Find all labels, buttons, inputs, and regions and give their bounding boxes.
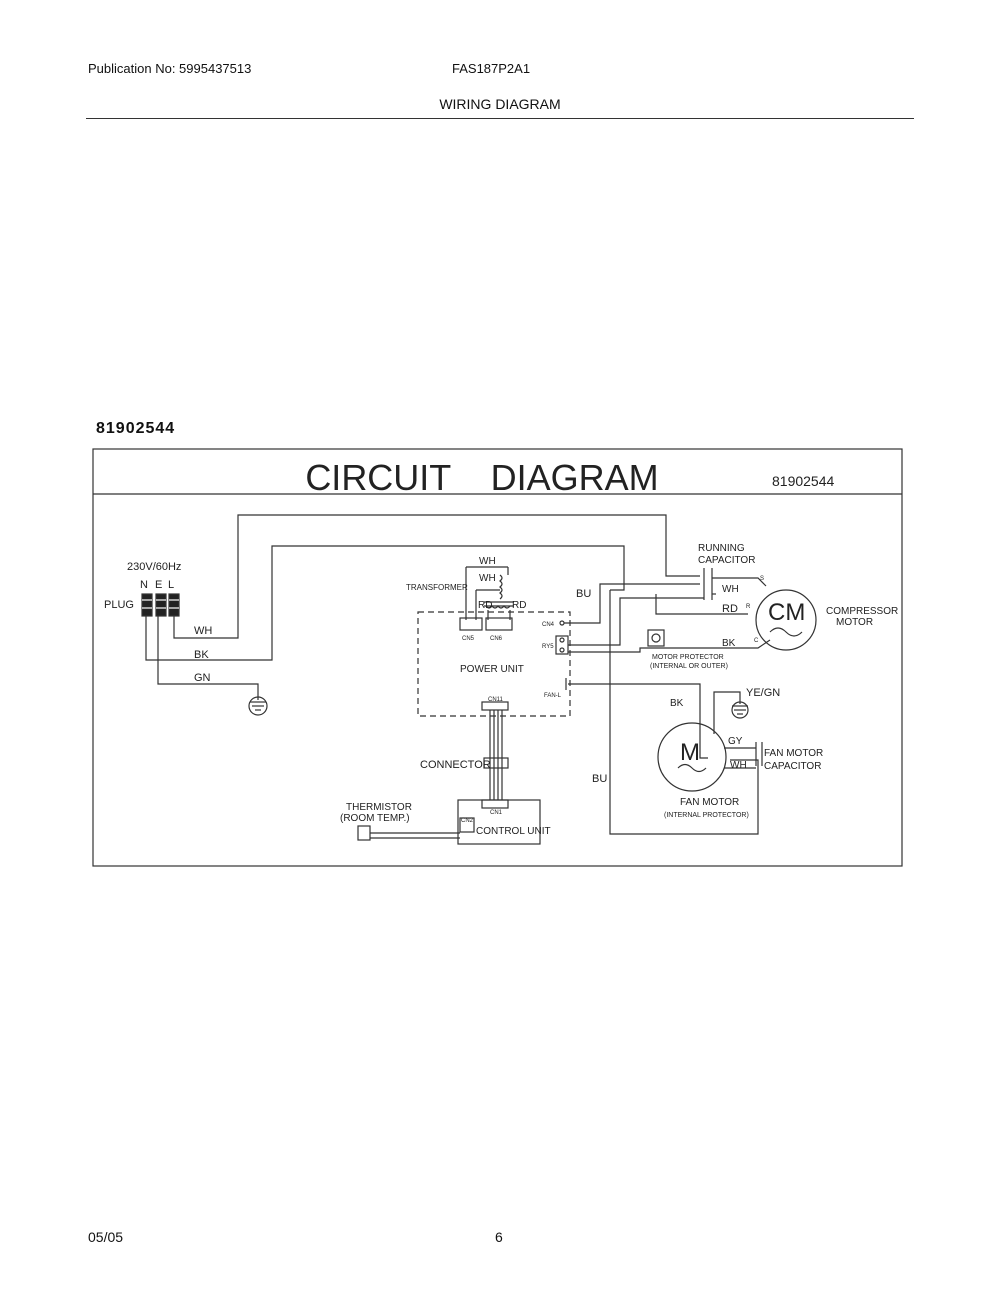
fan-cap-label-1: FAN MOTOR: [764, 748, 823, 759]
bk-comp-label: BK: [722, 638, 736, 649]
diagram-code: 81902544: [772, 473, 835, 489]
bk-label: BK: [194, 649, 209, 661]
cn2-label: CN2: [461, 818, 474, 824]
model-number: FAS187P2A1: [452, 61, 531, 76]
power-unit-label: POWER UNIT: [460, 664, 524, 675]
fan-motor-label-2: (INTERNAL PROTECTOR): [664, 812, 749, 819]
m-label: M: [680, 739, 700, 766]
plug-label: PLUG: [104, 599, 134, 611]
rd1-label: RD: [478, 600, 492, 611]
running-capacitor-label-1: RUNNING: [698, 543, 745, 554]
cap-wh-label: WH: [722, 584, 739, 595]
r-terminal-label: R: [746, 604, 751, 610]
fan-motor-label-1: FAN MOTOR: [680, 797, 739, 808]
cn4-label: CN4: [542, 622, 555, 628]
running-capacitor-label-2: CAPACITOR: [698, 555, 755, 566]
control-unit-label: CONTROL UNIT: [476, 826, 551, 837]
diagram-part-number: 81902544: [96, 420, 176, 437]
s-terminal-label: S: [760, 576, 764, 582]
gn-label: GN: [194, 672, 211, 684]
footer-date: 05/05: [88, 1229, 124, 1245]
motor-protector-label-1: MOTOR PROTECTOR: [652, 654, 724, 661]
publication-number: Publication No: 5995437513: [88, 61, 252, 76]
section-title: WIRING DIAGRAM: [439, 96, 561, 112]
supply-label: 230V/60Hz: [127, 561, 181, 573]
wh-mid-label: WH: [479, 573, 496, 584]
connector-label: CONNECTOR: [420, 759, 491, 771]
cn11-label: CN11: [488, 697, 504, 703]
motor-protector-label-2: (INTERNAL OR OUTER): [650, 663, 728, 670]
bu-top-label: BU: [576, 588, 591, 600]
rd2-label: RD: [512, 600, 526, 611]
fan-l-label: FAN-L: [544, 693, 562, 699]
ye-gn-label: YE/GN: [746, 687, 780, 699]
ry5-label: RY5: [542, 644, 554, 650]
transformer-label: TRANSFORMER: [406, 583, 468, 592]
compressor-label-2: MOTOR: [836, 617, 873, 628]
page-number: 6: [495, 1229, 503, 1245]
bu-bottom-label: BU: [592, 773, 607, 785]
wh-fan-label: WH: [730, 760, 747, 771]
header-rule: [86, 118, 914, 119]
wh-top-label: WH: [479, 556, 496, 567]
e-label: E: [155, 579, 162, 591]
cn1-label: CN1: [490, 810, 503, 816]
diagram-title: CIRCUIT DIAGRAM: [305, 457, 658, 498]
thermistor-label-1: THERMISTOR: [346, 802, 412, 813]
gy-label: GY: [728, 736, 743, 747]
fan-cap-label-2: CAPACITOR: [764, 761, 821, 772]
cm-label: CM: [768, 599, 805, 626]
cn5-label: CN5: [462, 636, 475, 642]
l-label: L: [168, 579, 174, 591]
n-label: N: [140, 579, 148, 591]
thermistor-label-2: (ROOM TEMP.): [340, 813, 410, 824]
c-terminal-label: C: [754, 638, 759, 644]
compressor-label-1: COMPRESSOR: [826, 606, 898, 617]
cn6-label: CN6: [490, 636, 503, 642]
bk-fan-label: BK: [670, 698, 684, 709]
cap-rd-label: RD: [722, 603, 738, 615]
wh-label: WH: [194, 625, 212, 637]
